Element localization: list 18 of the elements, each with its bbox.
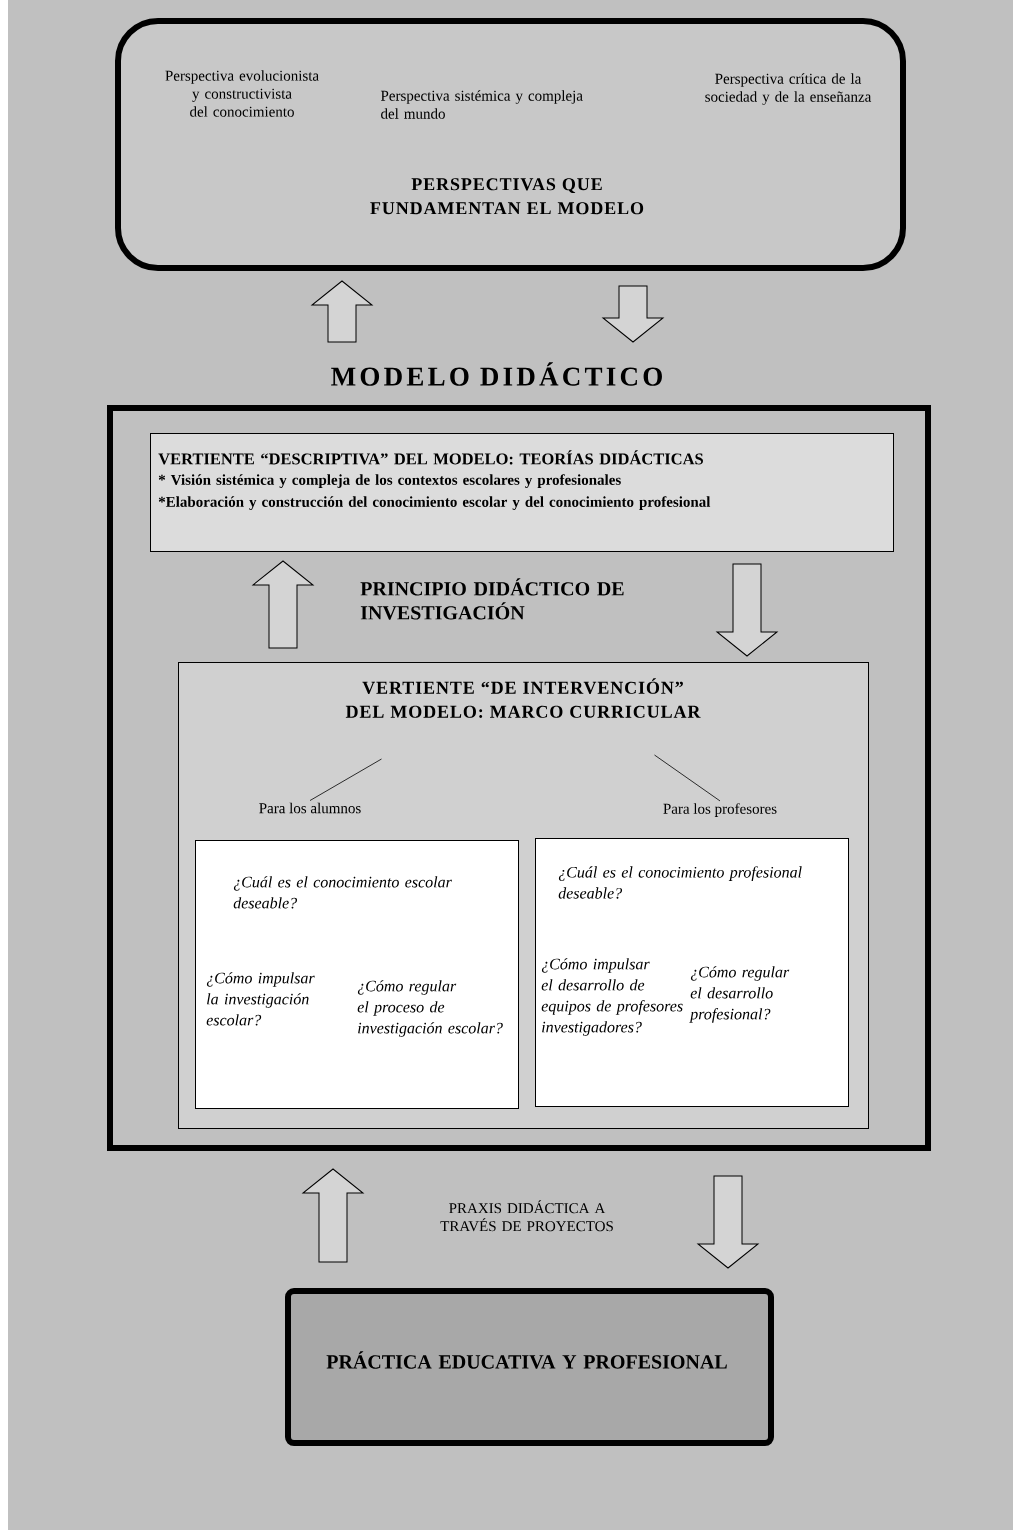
label-text: PRINCIPIO DIDÁCTICO DE INVESTIGACIÓN	[360, 578, 624, 620]
leader-line	[309, 758, 382, 801]
practice-box: PRÁCTICA EDUCATIVA Y PROFESIONAL	[285, 1288, 774, 1446]
block-arrow	[252, 560, 314, 649]
block-arrow	[302, 1168, 364, 1263]
group-label: Para los profesores	[663, 803, 777, 817]
block-arrow	[716, 563, 778, 657]
description-box: VERTIENTE “DESCRIPTIVA” DEL MODELO: TEORÍAS DIDÁCTICAS * Visión sistémica y compleja de los contextos escolares y profesionales *Elaboración y construcción del conocimiento escolar y del conocimiento profesional	[150, 433, 894, 552]
question-box: ¿Cuál es el conocimiento escolar deseable? ¿Cómo impulsar la investigación escolar? ¿Cómo regular el proceso de investigación escolar?	[195, 840, 519, 1109]
title: MODELO DIDÁCTICO	[331, 362, 662, 386]
block-arrow	[602, 285, 664, 343]
question-box: ¿Cuál es el conocimiento profesional deseable? ¿Cómo impulsar el desarrollo de equipos de profesores investigadores? ¿Cómo regular el desarrollo profesional?	[535, 838, 849, 1107]
block-arrow	[311, 280, 373, 343]
group-label: Para los alumnos	[259, 802, 361, 814]
label-text: PRAXIS DIDÁCTICA A TRAVÉS DE PROYECTOS	[440, 1200, 613, 1232]
block-arrow	[697, 1175, 759, 1269]
leader-line	[654, 754, 721, 802]
rounded-box: Perspectiva evolucionista y constructivista del conocimiento Perspectiva sistémica y compleja del mundo Perspectiva crítica de la sociedad y de la enseñanza PERSPECTIVAS QUE FUNDAMENTAN EL MODELO	[115, 18, 906, 271]
